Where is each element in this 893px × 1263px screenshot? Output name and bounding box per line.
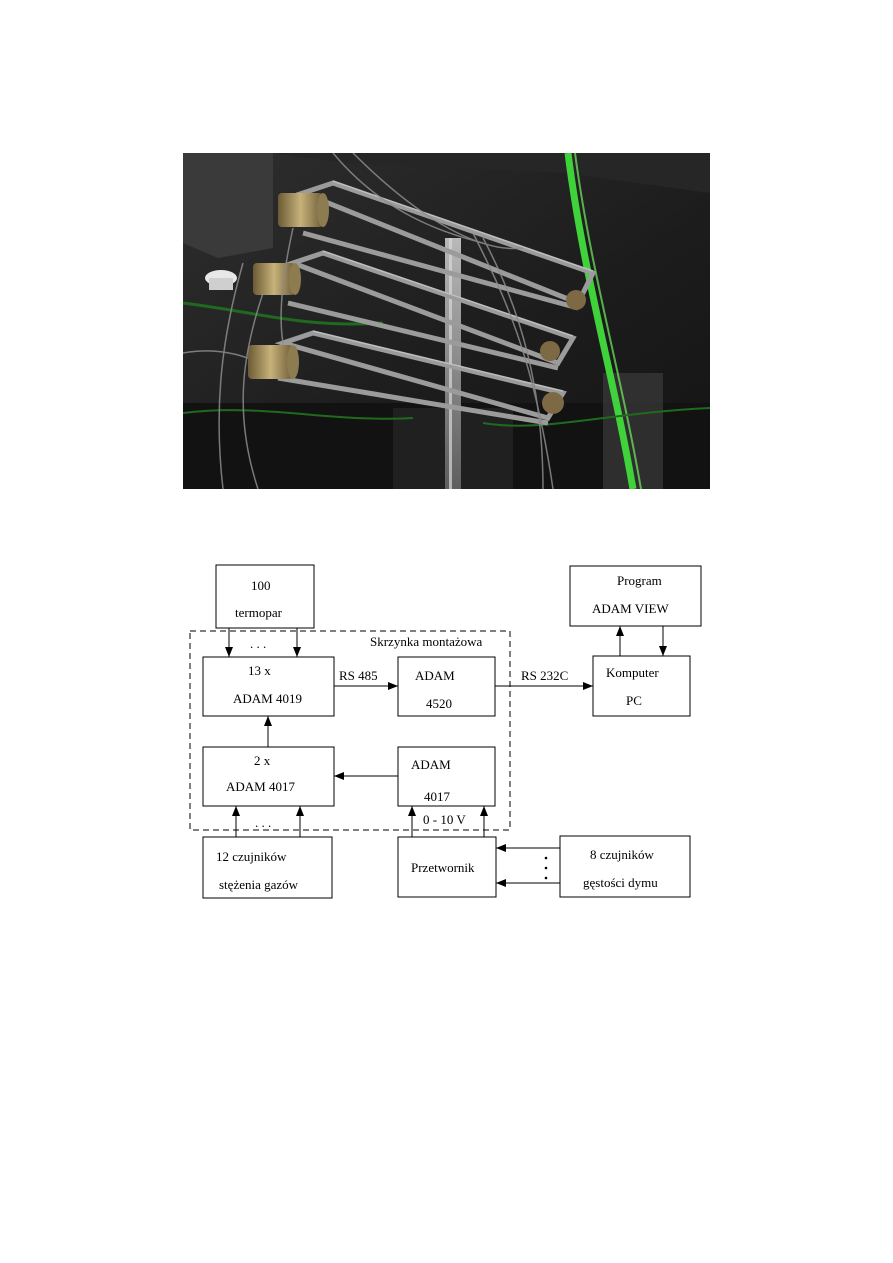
thermocouples-line-2: termopar	[235, 605, 283, 620]
adam-4019-line-1: 13 x	[248, 663, 271, 678]
adam-4017-pair-box: 2 x ADAM 4017	[202, 746, 335, 807]
mounting-box-enclosure	[189, 630, 511, 831]
computer-box: Komputer PC	[592, 655, 691, 717]
adam-4520-line-2: 4520	[426, 696, 452, 711]
program-line-2: ADAM VIEW	[592, 601, 669, 616]
program-line-1: Program	[617, 573, 662, 588]
adam-4520-line-1: ADAM	[415, 668, 455, 683]
smoke-sensors-line-2: gęstości dymu	[583, 875, 658, 890]
rack-photo-illustration	[183, 153, 710, 489]
computer-line-2: PC	[626, 693, 642, 708]
computer-line-1: Komputer	[606, 665, 659, 680]
smoke-sensors-line-1: 8 czujników	[590, 847, 655, 862]
program-box: Program ADAM VIEW	[569, 565, 702, 627]
gas-sensors-box: 12 czujników stężenia gazów	[202, 836, 333, 899]
voltage-range-label: 0 - 10 V	[423, 812, 466, 827]
converter-box: Przetwornik	[397, 836, 497, 898]
adam-4017-pair-line-2: ADAM 4017	[226, 779, 295, 794]
rs232c-label: RS 232C	[521, 668, 568, 683]
gas-sensors-line-2: stężenia gazów	[219, 877, 299, 892]
thermocouple-ellipsis: . . .	[250, 636, 266, 651]
adam-4017-pair-line-1: 2 x	[254, 753, 271, 768]
mounting-box-label: Skrzynka montażowa	[370, 634, 483, 649]
gas-sensors-line-1: 12 czujników	[216, 849, 287, 864]
adam-4520-box: ADAM 4520	[397, 656, 496, 717]
thermocouples-box: 100 termopar	[215, 564, 315, 629]
rs485-label: RS 485	[339, 668, 378, 683]
adam-4017-line-2: 4017	[424, 789, 451, 804]
rack-photo	[183, 153, 710, 489]
smoke-sensor-vertical-ellipsis	[544, 856, 548, 880]
adam-4017-box: ADAM 4017	[397, 746, 496, 807]
adam-4019-box: 13 x ADAM 4019	[202, 656, 335, 717]
adam-4017-line-1: ADAM	[411, 757, 451, 772]
gas-sensor-ellipsis: . . .	[255, 815, 271, 830]
thermocouples-line-1: 100	[251, 578, 271, 593]
smoke-sensors-box: 8 czujników gęstości dymu	[559, 835, 691, 898]
adam-4019-line-2: ADAM 4019	[233, 691, 302, 706]
converter-label: Przetwornik	[411, 860, 475, 875]
